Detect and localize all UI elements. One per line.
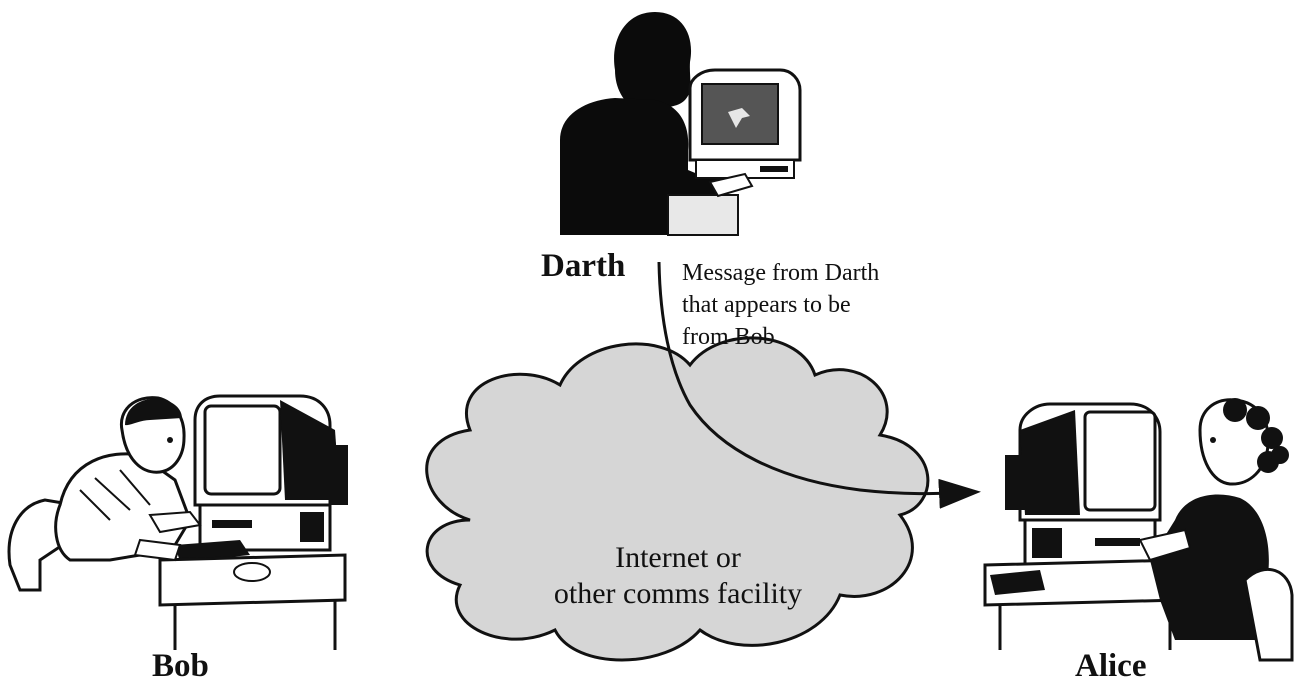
alice-label: Alice [1075,648,1147,684]
bob-figure [7,394,348,650]
bob-label: Bob [152,648,209,684]
message-note-line1: Message from Darth [682,260,880,286]
network-label-line1: Internet or [615,541,741,574]
darth-figure [560,12,802,236]
darth-monitor [688,68,802,179]
message-note-line2: that appears to be [682,292,851,318]
network-label-line2: other comms facility [553,577,803,610]
bob-monitor [193,394,348,552]
message-arrow [657,261,981,509]
network-label: Internet or other comms facility [518,540,838,612]
alice-monitor [1005,402,1162,567]
network-cloud [425,336,930,662]
alice-figure [983,398,1294,662]
message-note: Message from Darth that appears to be fr… [682,257,942,353]
message-note-line3: from Bob [682,324,775,350]
darth-label: Darth [541,248,626,284]
